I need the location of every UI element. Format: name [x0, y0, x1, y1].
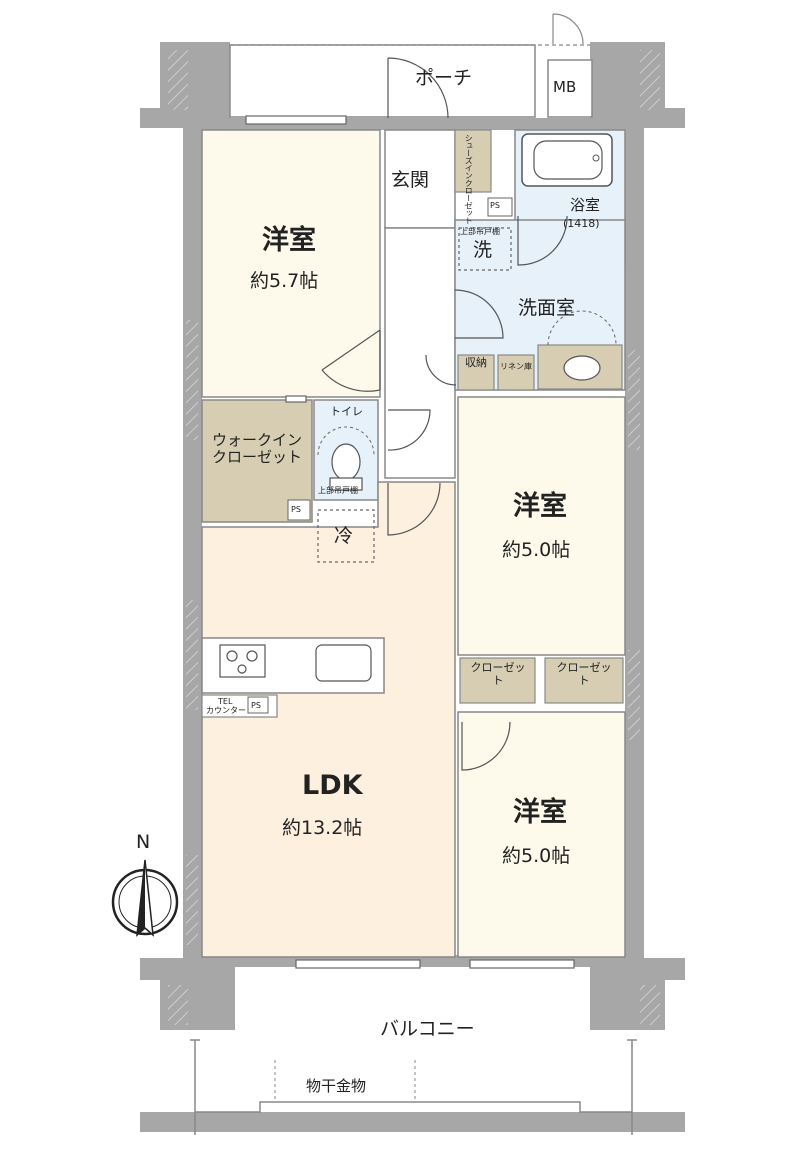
bedroom-se-name: 洋室 [513, 797, 567, 828]
porch-label: ポーチ [415, 67, 473, 89]
ldk-fill [201, 481, 456, 958]
balcony-rail [195, 1101, 632, 1113]
counter-label: カウンター [206, 706, 246, 715]
porch-area [229, 44, 536, 118]
bedroom-se-area: 約5.0帖 [502, 845, 571, 867]
shoes-closet-label: シューズインクローゼット [464, 134, 474, 224]
bedroom-e-name: 洋室 [513, 491, 567, 522]
closet-1-label: クローゼット [470, 661, 526, 687]
fridge-label: 冷 [334, 525, 354, 547]
closet-2-label: クローゼット [556, 661, 612, 687]
bedroom-nw-area: 約5.7帖 [250, 270, 319, 292]
storage-fill [457, 354, 495, 391]
stove [219, 644, 266, 678]
windows [245, 115, 575, 969]
wic-label: ウォークインクローゼット [211, 431, 302, 467]
ps-box-ldk [247, 696, 269, 714]
entrance-fill [384, 129, 456, 229]
ldk-name: LDK [302, 770, 363, 801]
ps-label-1: PS [490, 201, 500, 210]
ps-label-2: PS [291, 505, 301, 514]
storage-label: 収納 [465, 356, 487, 369]
kitchen-sink [315, 644, 372, 682]
doors [321, 57, 568, 771]
tel-label: TEL [218, 697, 233, 706]
linen-label: リネン庫 [500, 362, 532, 371]
washer-label: 洗 [473, 239, 493, 261]
washbasin [563, 355, 601, 381]
bath-size-label: (1418) [563, 217, 600, 230]
meter-box [547, 59, 593, 118]
linen-fill [497, 354, 535, 391]
washroom-label: 洗面室 [518, 297, 576, 319]
wall-hatching [168, 50, 660, 1025]
toilet-bowl [331, 443, 361, 481]
ps-box-entrance [487, 197, 513, 217]
north-arrow [111, 859, 179, 937]
bedroom-nw-name: 洋室 [262, 225, 316, 256]
upper-shelf-label-1: 上部吊戸棚 [460, 227, 500, 236]
balcony-label: バルコニー [380, 1018, 475, 1040]
ldk-area: 約13.2帖 [282, 817, 363, 839]
entrance-label: 玄関 [391, 169, 430, 191]
closet-2-fill [544, 657, 624, 704]
ps-box-wic [287, 499, 311, 521]
bathroom-label: 浴室 [570, 196, 601, 214]
bedroom-se-fill [457, 711, 626, 958]
closet-1-fill [459, 657, 536, 704]
laundry-pole-label: 物干金物 [306, 1077, 367, 1095]
mb-label: MB [553, 78, 577, 96]
toilet-label: トイレ [330, 405, 363, 418]
meter-box-door [552, 13, 584, 45]
corridor-fill [384, 227, 456, 479]
washer-space [458, 227, 512, 271]
north-label: N [136, 831, 151, 853]
ps-label-3: PS [251, 701, 261, 710]
bedroom-e-fill [457, 396, 626, 656]
bedroom-e-area: 約5.0帖 [502, 539, 571, 561]
upper-shelf-label-2: 上部吊戸棚 [318, 486, 358, 495]
shoes-closet-fill [454, 129, 492, 193]
bedroom-nw-fill [201, 129, 381, 398]
